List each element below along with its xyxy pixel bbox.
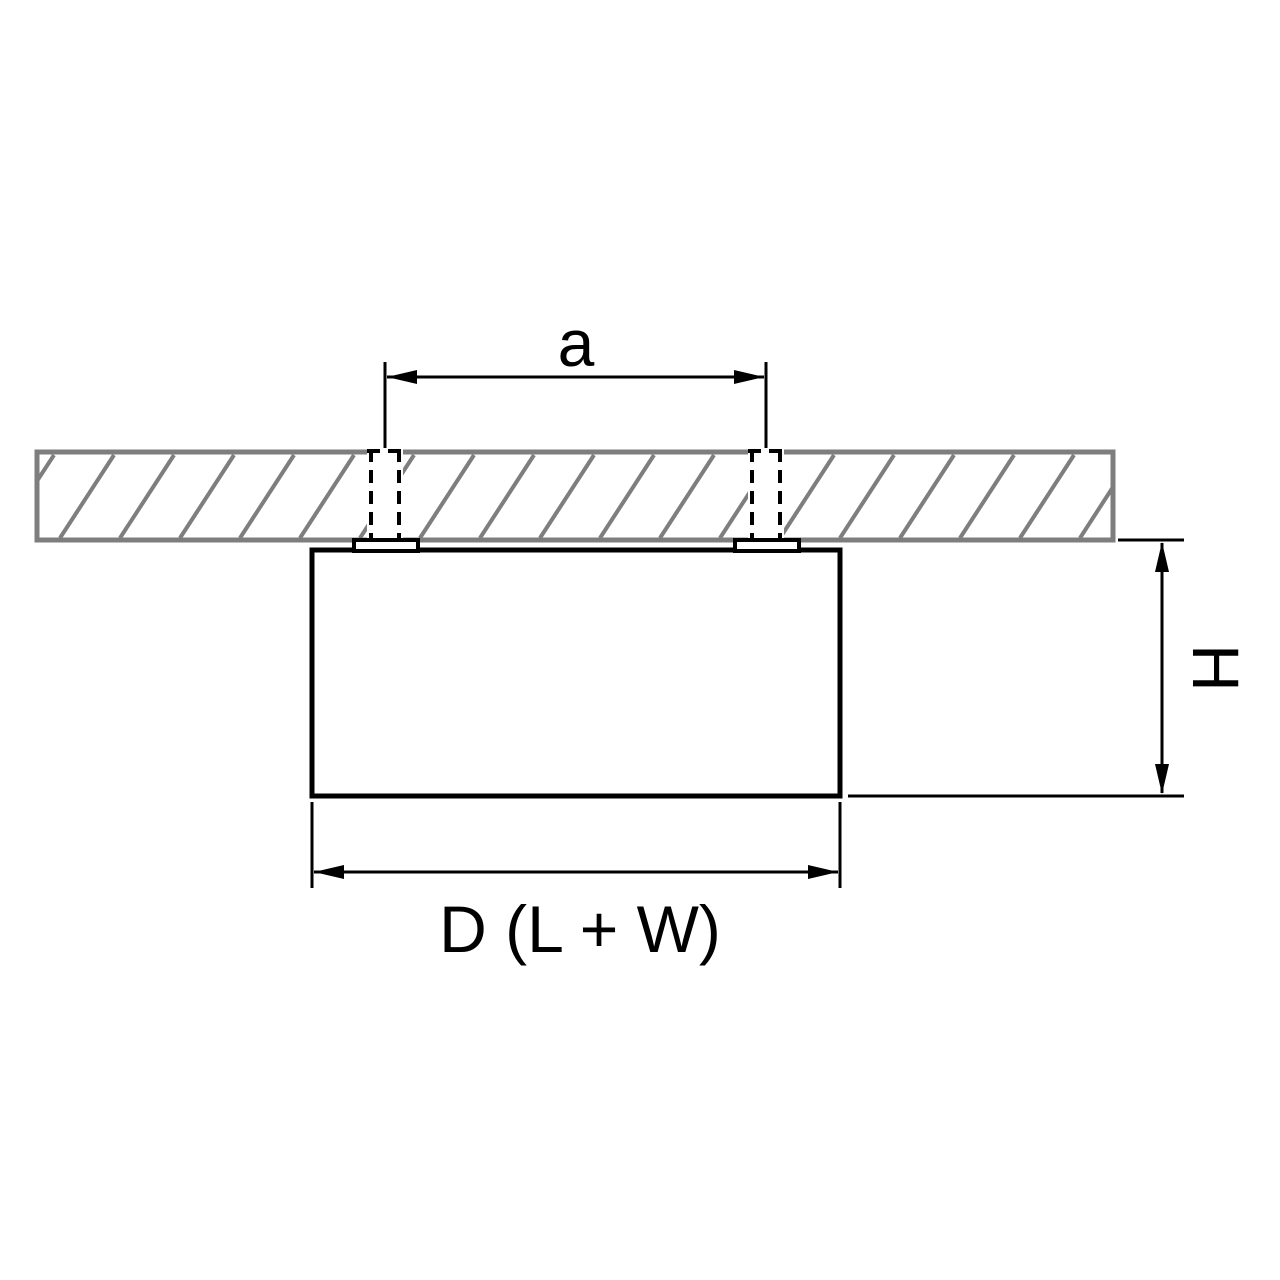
hatch-line	[538, 453, 596, 540]
arrowhead-left	[314, 865, 344, 879]
hatch-line	[238, 453, 296, 540]
mounting-tab-right	[733, 538, 801, 553]
hatch-line	[178, 453, 236, 540]
dim-label-h: H	[1179, 644, 1253, 692]
dimension-hole-spacing: a	[383, 306, 768, 448]
dimension-height: H	[848, 538, 1253, 798]
hatch-line	[898, 453, 956, 540]
hatch-line	[298, 453, 356, 540]
arrowhead-bottom	[1155, 764, 1169, 794]
fixture-body	[309, 547, 843, 799]
arrowhead-right	[808, 865, 838, 879]
dim-label-a: a	[558, 306, 595, 380]
hatch-line	[118, 453, 176, 540]
hatch-line	[1078, 485, 1115, 540]
hatch-line	[658, 453, 716, 540]
arrowhead-right	[734, 370, 764, 384]
hatch-line	[838, 453, 896, 540]
slab-outline	[34, 449, 1116, 543]
dim-label-d: D (L + W)	[439, 892, 721, 966]
hatch-line	[35, 453, 56, 483]
slab-body	[37, 452, 1113, 540]
arrowhead-left	[387, 370, 417, 384]
mounting-screw-left	[367, 447, 403, 544]
hatch-line	[478, 453, 536, 540]
arrowhead-top	[1155, 542, 1169, 572]
hatch-line	[418, 453, 476, 540]
hatch-line	[778, 453, 836, 540]
hatch-line	[598, 453, 656, 540]
hatch-line	[958, 453, 1016, 540]
hatch-line	[58, 453, 116, 540]
mounting-screw-right	[748, 447, 784, 544]
mounting-tab-left	[352, 538, 420, 553]
fixture-housing	[309, 547, 843, 799]
ceiling-slab	[34, 449, 1116, 543]
dimension-diameter: D (L + W)	[310, 802, 842, 966]
hatch-line	[1018, 453, 1076, 540]
